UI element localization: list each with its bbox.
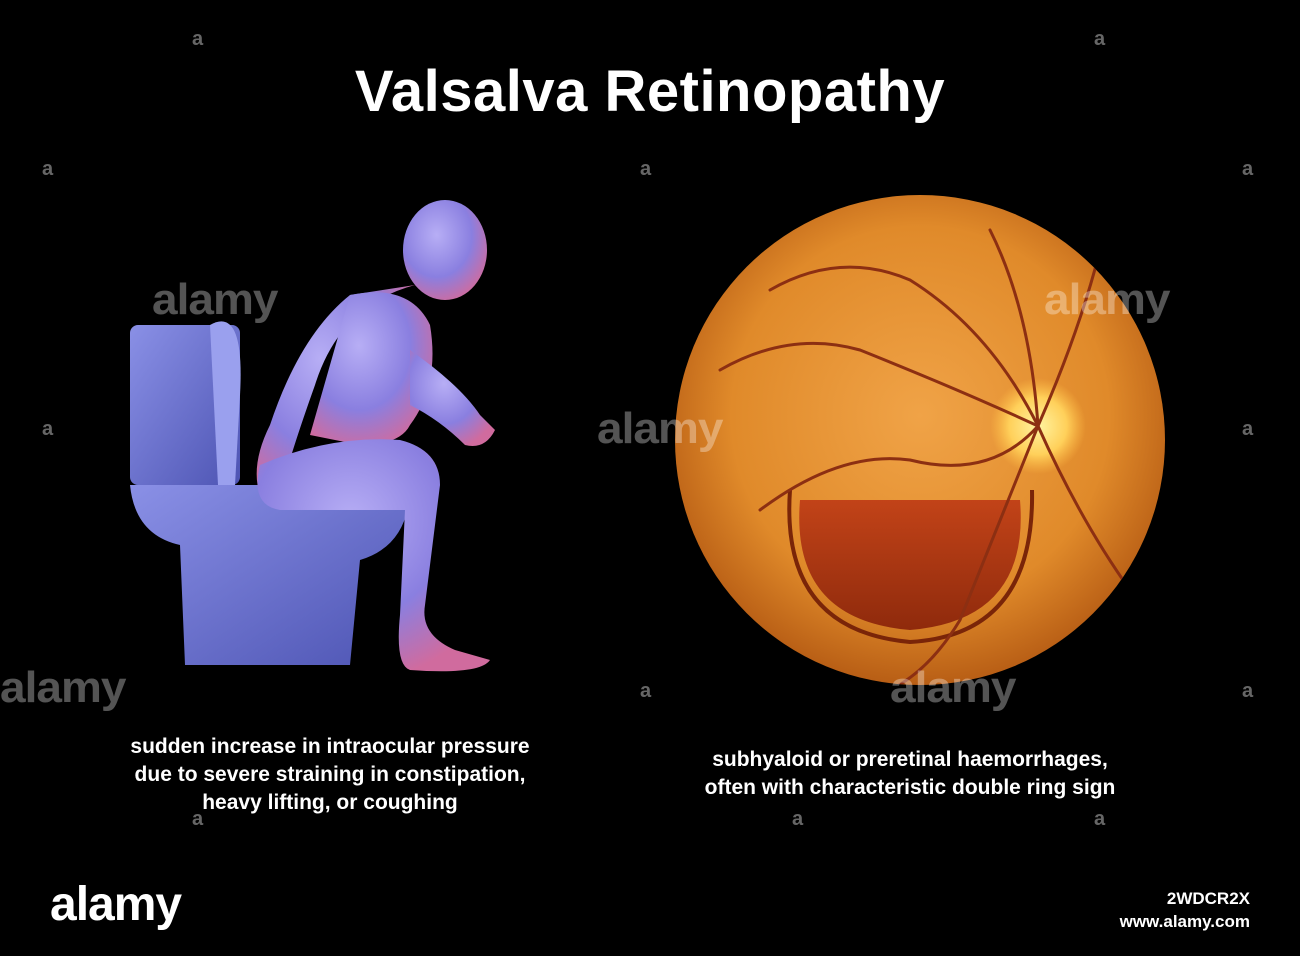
right-caption-line: subhyaloid or preretinal haemorrhages, xyxy=(712,748,1108,771)
watermark-mark: a xyxy=(1242,418,1254,440)
watermark: alamy xyxy=(890,662,1016,712)
watermark-mark: a xyxy=(640,158,652,180)
person-on-toilet-illustration xyxy=(130,200,495,672)
watermark: alamy xyxy=(0,662,126,712)
right-caption: subhyaloid or preretinal haemorrhages, o… xyxy=(640,746,1180,802)
left-caption-line: sudden increase in intraocular pressure xyxy=(130,735,530,758)
watermark-mark: a xyxy=(640,680,652,702)
left-caption-line: due to severe straining in constipation, xyxy=(134,763,526,786)
watermark-mark: a xyxy=(1094,808,1106,830)
double-ring xyxy=(787,489,1035,645)
right-caption-line: often with characteristic double ring si… xyxy=(704,776,1116,799)
watermark-mark: a xyxy=(192,808,204,830)
watermark-mark: a xyxy=(792,808,804,830)
haemorrhage-pocket xyxy=(799,500,1021,630)
alamy-logo: alamy xyxy=(50,878,182,931)
left-caption: sudden increase in intraocular pressure … xyxy=(70,733,590,817)
watermark-mark: a xyxy=(42,418,54,440)
person-figure xyxy=(256,200,495,672)
retinal-vessels xyxy=(718,228,1132,685)
toilet-bowl xyxy=(130,485,410,665)
toilet-lid xyxy=(210,321,241,485)
watermark: alamy xyxy=(152,274,278,324)
image-id-label: 2WDCR2X xyxy=(1166,889,1250,908)
watermark-mark: a xyxy=(1242,158,1254,180)
site-url-label: www.alamy.com xyxy=(1119,912,1250,931)
watermark-mark: a xyxy=(1242,680,1254,702)
left-caption-line: heavy lifting, or coughing xyxy=(202,791,458,814)
page-title: Valsalva Retinopathy xyxy=(354,59,946,124)
watermark-mark: a xyxy=(1094,28,1106,50)
watermark-mark: a xyxy=(192,28,204,50)
watermark: alamy xyxy=(1044,274,1170,324)
fundus-retina-illustration xyxy=(675,195,1165,685)
watermark-mark: a xyxy=(42,158,54,180)
watermark: alamy xyxy=(597,403,723,453)
